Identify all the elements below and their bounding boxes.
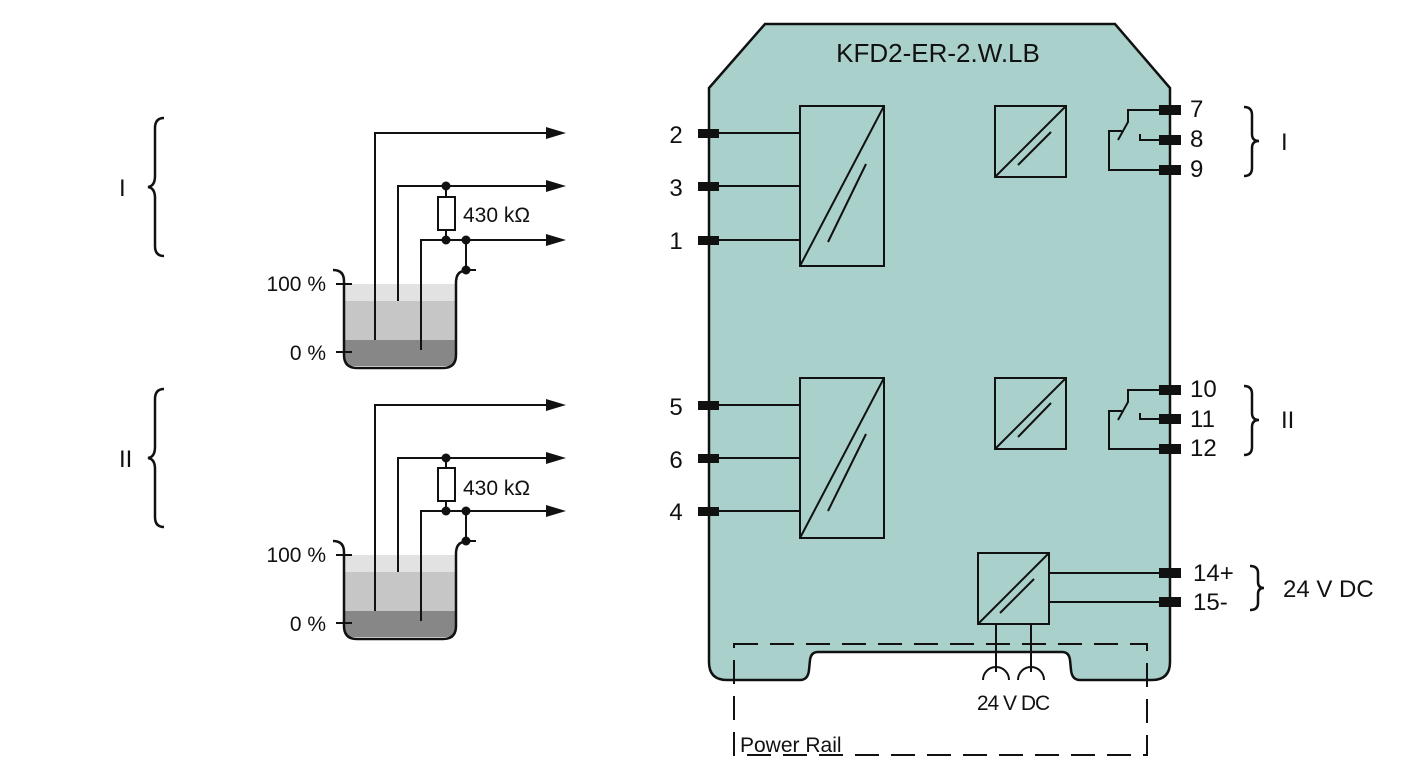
arrow-icon bbox=[546, 127, 566, 139]
relay-contact-ch2: 10 11 12 II bbox=[1108, 376, 1294, 462]
channel-label: I bbox=[119, 175, 126, 202]
relay-group-label: I bbox=[1281, 129, 1288, 156]
relay-group-label: II bbox=[1281, 407, 1294, 434]
power-rail-label: Power Rail bbox=[740, 734, 842, 757]
brace-icon bbox=[1243, 105, 1260, 178]
terminal-label: 9 bbox=[1190, 156, 1203, 183]
arrow-icon bbox=[546, 180, 566, 192]
resistor-value: 430 kΩ bbox=[463, 204, 530, 227]
terminal-12[interactable] bbox=[1159, 444, 1181, 454]
terminal-11[interactable] bbox=[1159, 414, 1181, 424]
terminal-10[interactable] bbox=[1159, 385, 1181, 395]
terminal-15-minus[interactable] bbox=[1159, 597, 1181, 607]
rail-supply-label: 24 V DC bbox=[977, 692, 1050, 715]
brace-icon bbox=[1243, 384, 1260, 457]
terminal-5[interactable] bbox=[698, 401, 719, 410]
channel-label: II bbox=[119, 446, 132, 473]
level-low-label: 0 % bbox=[290, 342, 326, 365]
arrow-icon bbox=[546, 399, 566, 411]
tank-icon bbox=[332, 539, 466, 641]
terminal-label: 6 bbox=[669, 447, 682, 474]
terminal-label: 3 bbox=[669, 175, 682, 202]
power-rail: Power Rail bbox=[733, 643, 1148, 757]
brace-icon bbox=[147, 387, 165, 529]
level-high-label: 100 % bbox=[266, 273, 326, 296]
input-terminals: 2 3 1 5 6 4 bbox=[669, 122, 719, 526]
terminal-label: 10 bbox=[1190, 376, 1217, 403]
relay-contact-ch1: 7 8 9 I bbox=[1108, 96, 1288, 183]
level-high-label: 100 % bbox=[266, 544, 326, 567]
terminal-label: 14+ bbox=[1193, 560, 1234, 587]
terminal-label: 11 bbox=[1190, 406, 1215, 433]
terminal-9[interactable] bbox=[1159, 165, 1181, 175]
output-isolator-ch2 bbox=[994, 377, 1067, 450]
terminal-label: 7 bbox=[1190, 96, 1203, 123]
device-title: KFD2-ER-2.W.LB bbox=[836, 38, 1040, 68]
terminal-4[interactable] bbox=[698, 507, 719, 516]
terminal-7[interactable] bbox=[1159, 105, 1181, 115]
terminal-label: 5 bbox=[669, 394, 682, 421]
terminal-label: 2 bbox=[669, 122, 682, 149]
resistor-icon bbox=[437, 196, 456, 231]
level-low-label: 0 % bbox=[290, 613, 326, 636]
arrow-icon bbox=[546, 505, 566, 517]
terminal-label: 4 bbox=[669, 499, 682, 526]
supply-voltage-label: 24 V DC bbox=[1283, 576, 1374, 603]
device-housing bbox=[707, 22, 1172, 682]
arrow-icon bbox=[546, 452, 566, 464]
device-body: KFD2-ER-2.W.LB bbox=[707, 22, 1172, 682]
brace-icon bbox=[147, 116, 165, 258]
terminal-6[interactable] bbox=[698, 454, 719, 463]
terminal-label: 1 bbox=[669, 228, 682, 255]
terminal-label: 12 bbox=[1190, 435, 1217, 462]
brace-icon bbox=[1249, 564, 1265, 612]
resistor-icon bbox=[437, 467, 456, 502]
tank-icon bbox=[332, 268, 466, 370]
power-supply: 14+ 15- 24 V DC 24 V DC bbox=[977, 552, 1374, 715]
sensor-group-ch1: I 100 % 0 % 430 kΩ bbox=[119, 116, 566, 370]
input-isolator-ch2 bbox=[712, 377, 885, 539]
rail-connector-icon bbox=[1017, 666, 1045, 681]
terminal-14-plus[interactable] bbox=[1159, 568, 1181, 578]
terminal-1[interactable] bbox=[698, 236, 719, 245]
input-isolator-ch1 bbox=[712, 105, 885, 267]
terminal-label: 8 bbox=[1190, 126, 1203, 153]
terminal-3[interactable] bbox=[698, 182, 719, 191]
resistor-value: 430 kΩ bbox=[463, 477, 530, 500]
output-isolator-ch1 bbox=[994, 105, 1067, 178]
rail-connector-icon bbox=[982, 666, 1010, 681]
terminal-8[interactable] bbox=[1159, 135, 1181, 145]
sensor-group-ch2: II 100 % 0 % 430 kΩ bbox=[119, 387, 566, 641]
terminal-2[interactable] bbox=[698, 129, 719, 138]
terminal-label: 15- bbox=[1193, 589, 1228, 616]
arrow-icon bbox=[546, 234, 566, 246]
